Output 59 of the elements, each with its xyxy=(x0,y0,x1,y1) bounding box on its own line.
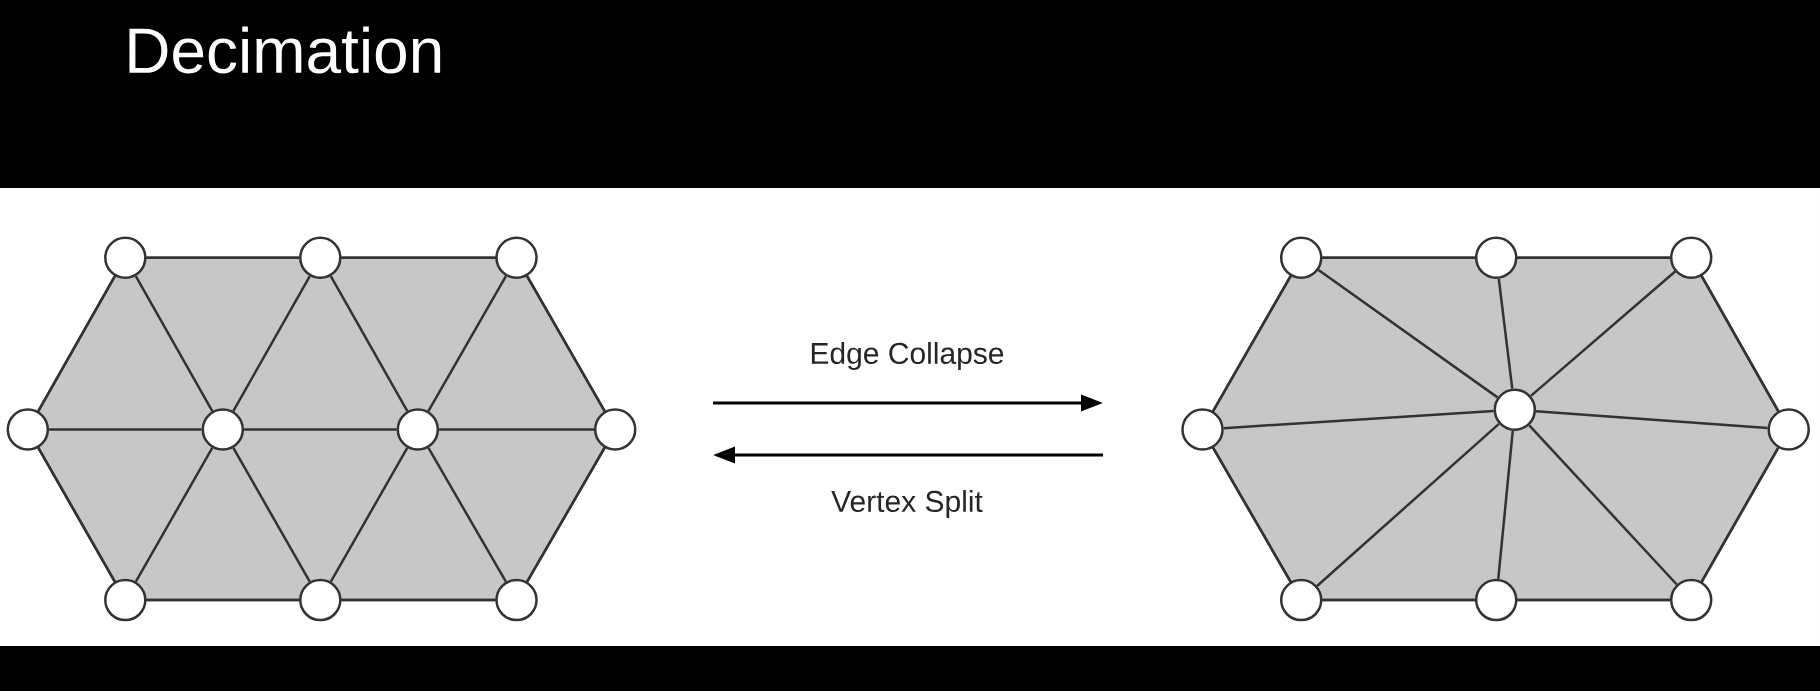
vertex-circle xyxy=(104,578,147,622)
mesh-edge xyxy=(329,275,409,412)
vertex-circle xyxy=(1767,408,1810,451)
mesh-edge xyxy=(232,275,311,412)
mesh-edge xyxy=(1322,256,1475,259)
vertex-circle xyxy=(593,408,637,451)
vertex-circle xyxy=(1474,236,1518,279)
mesh-edge xyxy=(1528,424,1678,586)
arrow-label: Edge Collapse xyxy=(811,342,1004,370)
mesh-edge xyxy=(1322,598,1475,602)
mesh-edge xyxy=(1530,270,1676,397)
mesh-edge xyxy=(1497,430,1514,580)
vertex-circle xyxy=(299,578,342,622)
mesh-edge xyxy=(1497,278,1514,389)
mesh-edge xyxy=(427,275,507,412)
vertex-circle xyxy=(1181,408,1224,451)
mesh-edge xyxy=(1517,598,1670,602)
mesh-edge xyxy=(341,598,496,602)
mesh-edge xyxy=(146,256,300,259)
mesh-edge xyxy=(427,447,507,583)
vertex-circle xyxy=(104,236,147,279)
vertex-circle xyxy=(1474,578,1518,622)
mesh-edge xyxy=(1212,275,1292,412)
vertex-circle xyxy=(1279,236,1323,279)
mesh-edge xyxy=(1517,256,1670,259)
vertex-circle xyxy=(495,578,538,622)
mesh-edge xyxy=(1316,422,1500,587)
vertex-circle xyxy=(495,236,538,279)
mesh-edge xyxy=(329,447,409,583)
mesh-edge xyxy=(146,598,300,602)
mesh-edge xyxy=(526,275,606,412)
vertex-circle xyxy=(1279,578,1323,622)
mesh-edge xyxy=(1700,275,1780,412)
vertex-circle xyxy=(6,408,50,451)
mesh-face xyxy=(6,236,637,622)
slide-title: Decimation xyxy=(129,26,441,74)
mesh-edge xyxy=(1223,409,1494,430)
vertex-circle xyxy=(1669,236,1713,279)
vertex-circle xyxy=(201,408,245,451)
vertex-circle xyxy=(1493,388,1537,431)
mesh-edge xyxy=(37,447,116,583)
mesh-edge xyxy=(49,428,202,431)
mesh-edge xyxy=(134,275,214,412)
arrow-label: Vertex Split xyxy=(831,490,983,518)
mesh-edge xyxy=(1317,269,1499,399)
mesh-edge xyxy=(439,428,594,431)
vertex-circle xyxy=(299,236,342,279)
mesh-face xyxy=(1181,236,1810,622)
mesh-edge xyxy=(1212,447,1292,583)
mesh-edge xyxy=(341,256,496,259)
vertex-circle xyxy=(396,408,440,451)
mesh-edge xyxy=(1535,410,1768,430)
mesh-edge xyxy=(37,275,116,412)
mesh-edge xyxy=(134,447,214,583)
mesh-edge xyxy=(232,447,311,583)
mesh-edge xyxy=(526,447,606,583)
mesh-edge xyxy=(1700,447,1780,583)
mesh-edge xyxy=(244,428,397,431)
vertex-circle xyxy=(1669,578,1713,622)
